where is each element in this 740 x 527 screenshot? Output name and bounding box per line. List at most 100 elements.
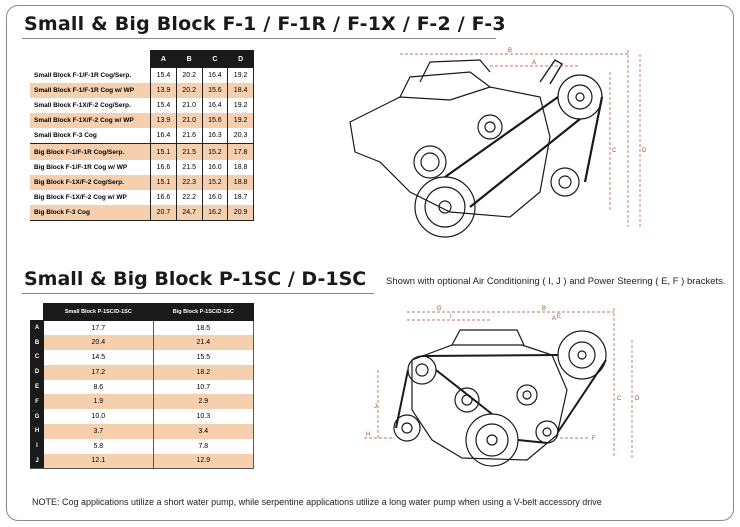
cell-big-block: 7.8 xyxy=(152,438,255,454)
f-series-engine-diagram: B A C D xyxy=(349,48,647,238)
dim-label-a: A xyxy=(532,60,536,66)
row-label: Big Block F-1X/F-2 Cog w/ WP xyxy=(30,189,152,205)
row-letter: F xyxy=(30,393,44,410)
row-label: Big Block F-3 Cog xyxy=(30,204,152,221)
dim-label-c: C xyxy=(612,148,617,154)
p-series-engine-diagram: G I B A J H F C D E xyxy=(364,306,640,467)
dim-label-g: G xyxy=(437,306,442,312)
row-label: Big Block F-1X/F-2 Cog/Serp. xyxy=(30,174,152,190)
row-label: Small Block F-1/F-1R Cog w/ WP xyxy=(30,83,152,99)
cell-c: 16.3 xyxy=(201,128,229,144)
row-label: Small Block F-1X/F-2 Cog/Serp. xyxy=(30,98,152,114)
table-row: Small Block F-1/F-1R Cog/Serp. 15.4 20.2… xyxy=(30,67,254,84)
title-underline xyxy=(22,293,374,294)
col-header-b: B xyxy=(175,50,203,68)
row-letter: A xyxy=(30,320,44,336)
cell-b: 21.5 xyxy=(175,143,203,160)
col-header-small-block: Small Block P-1SC/D-1SC xyxy=(43,303,154,321)
cell-big-block: 18.5 xyxy=(152,320,255,336)
cell-a: 15.1 xyxy=(150,143,177,160)
footnote: NOTE: Cog applications utilize a short w… xyxy=(32,497,602,507)
cell-b: 21.6 xyxy=(175,128,203,144)
col-header-d: D xyxy=(227,50,254,68)
dim-label-d: D xyxy=(635,396,640,402)
dim-label-a: A xyxy=(552,316,556,322)
cell-small-block: 12.1 xyxy=(43,453,154,469)
cell-d: 19.2 xyxy=(227,98,254,114)
dim-label-h: H xyxy=(366,432,370,438)
row-letter: H xyxy=(30,423,44,440)
table-row: Big Block F-3 Cog 20.7 24.7 16.2 20.9 xyxy=(30,204,254,221)
dim-label-i: I xyxy=(450,314,452,320)
cell-c: 15.2 xyxy=(201,143,229,160)
cell-c: 15.6 xyxy=(201,113,229,129)
cell-d: 17.8 xyxy=(227,143,254,160)
cell-a: 13.9 xyxy=(150,83,177,99)
cell-d: 18.8 xyxy=(227,174,254,190)
cell-b: 20.2 xyxy=(175,83,203,99)
cell-a: 15.1 xyxy=(150,174,177,190)
cell-c: 16.0 xyxy=(201,189,229,205)
row-label: Big Block F-1/F-1R Cog w/ WP xyxy=(30,159,152,175)
cell-big-block: 10.7 xyxy=(152,379,255,395)
dim-label-f: F xyxy=(592,436,596,442)
row-letter: G xyxy=(30,408,44,425)
row-label: Big Block F-1/F-1R Cog/Serp. xyxy=(30,143,152,160)
cell-a: 13.9 xyxy=(150,113,177,129)
cell-a: 16.6 xyxy=(150,159,177,175)
table-header-row: A B C D xyxy=(30,50,254,68)
cell-big-block: 3.4 xyxy=(152,424,255,439)
table-row: Small Block F-1/F-1R Cog w/ WP 13.9 20.2… xyxy=(30,83,254,99)
row-label: Small Block F-3 Cog xyxy=(30,128,152,144)
dim-label-b: B xyxy=(542,306,546,312)
col-header-c: C xyxy=(201,50,229,68)
cell-small-block: 3.7 xyxy=(43,424,154,439)
cell-a: 20.7 xyxy=(150,204,177,221)
cell-big-block: 21.4 xyxy=(152,335,255,351)
table-row: Small Block F-1X/F-2 Cog w/ WP 13.9 21.0… xyxy=(30,113,254,129)
cell-b: 22.3 xyxy=(175,174,203,190)
cell-small-block: 20.4 xyxy=(43,335,154,351)
table-row: Big Block F-1/F-1R Cog/Serp. 15.1 21.5 1… xyxy=(30,143,254,160)
cell-small-block: 8.6 xyxy=(43,379,154,395)
cell-d: 20.3 xyxy=(227,128,254,144)
cell-d: 20.9 xyxy=(227,204,254,221)
cell-b: 21.0 xyxy=(175,113,203,129)
dim-label-j: J xyxy=(374,404,377,410)
row-letter: D xyxy=(30,364,44,381)
header-blank xyxy=(30,303,44,321)
cell-b: 20.2 xyxy=(175,67,203,84)
cell-small-block: 1.9 xyxy=(43,394,154,410)
cell-big-block: 18.2 xyxy=(152,364,255,380)
col-header-big-block: Big Block P-1SC/D-1SC xyxy=(152,303,255,321)
cell-d: 18.7 xyxy=(227,189,254,205)
cell-c: 16.4 xyxy=(201,67,229,84)
cell-small-block: 17.2 xyxy=(43,364,154,380)
cell-a: 16.6 xyxy=(150,189,177,205)
cell-big-block: 12.9 xyxy=(152,453,255,469)
cell-c: 15.6 xyxy=(201,83,229,99)
cell-big-block: 2.9 xyxy=(152,394,255,410)
table-row: Big Block F-1/F-1R Cog w/ WP 16.6 21.5 1… xyxy=(30,159,254,175)
cell-c: 15.2 xyxy=(201,174,229,190)
dim-label-e: E xyxy=(557,314,561,320)
cell-d: 19.2 xyxy=(227,113,254,129)
cell-b: 22.2 xyxy=(175,189,203,205)
cell-big-block: 10.3 xyxy=(152,409,255,425)
row-letter: I xyxy=(30,438,44,455)
section-title-f-series: Small & Big Block F-1 / F-1R / F-1X / F-… xyxy=(24,13,506,35)
row-letter: C xyxy=(30,349,44,366)
cell-big-block: 15.5 xyxy=(152,350,255,365)
row-letter: B xyxy=(30,334,44,351)
row-letter: E xyxy=(30,379,44,395)
table-header-row: Small Block P-1SC/D-1SC Big Block P-1SC/… xyxy=(30,303,255,321)
dim-label-b: B xyxy=(508,48,512,54)
cell-small-block: 17.7 xyxy=(43,320,154,336)
table-row: Small Block F-3 Cog 16.4 21.6 16.3 20.3 xyxy=(30,128,254,144)
